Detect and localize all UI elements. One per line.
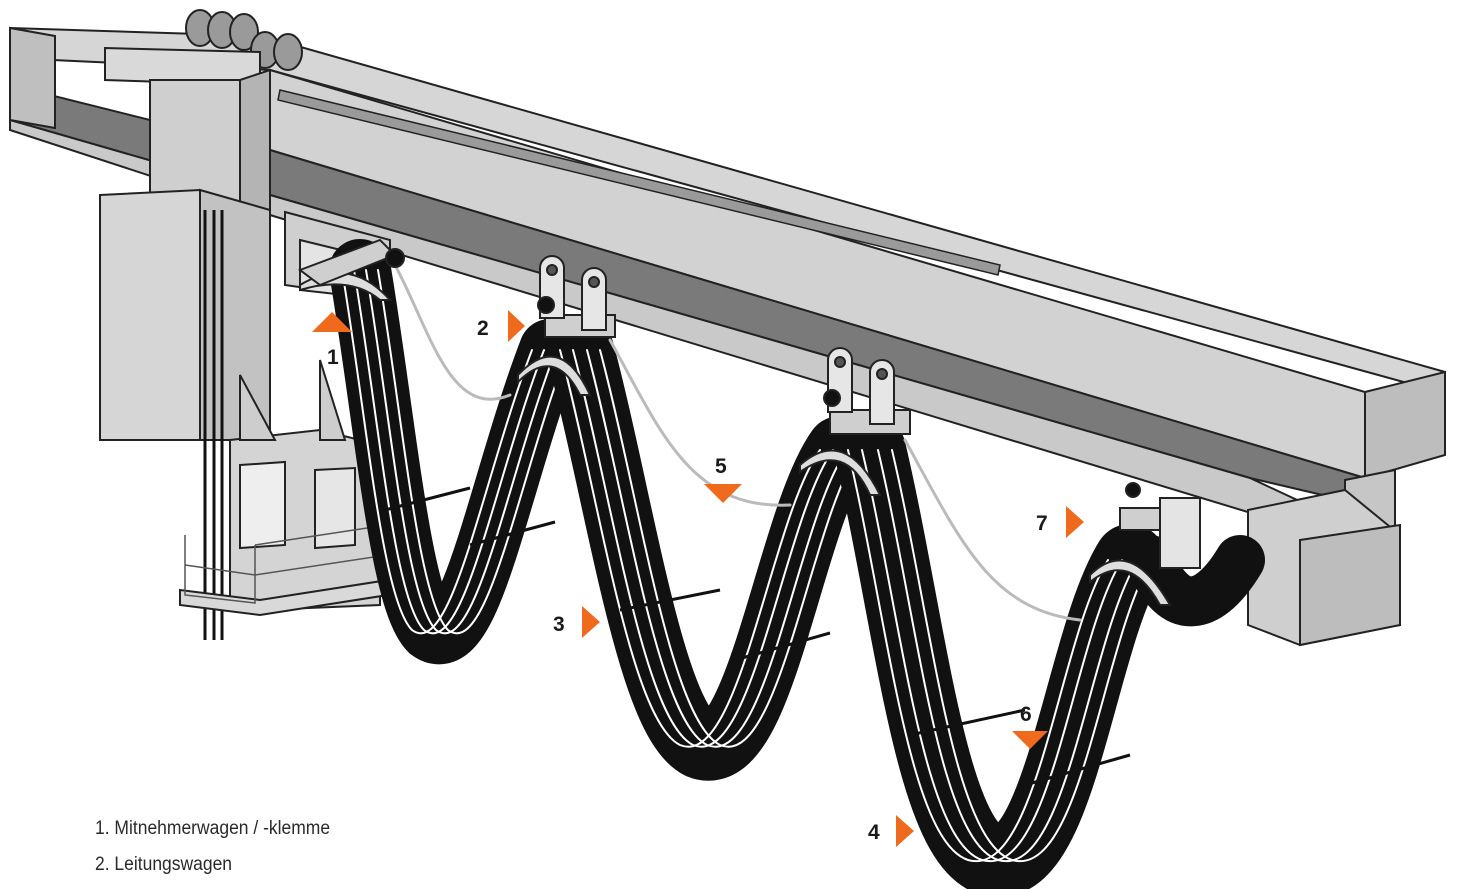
callout-7: 7 — [1036, 512, 1048, 535]
callout-2: 2 — [477, 317, 489, 340]
marker-4-arrow — [896, 815, 914, 847]
festoon-cables — [329, 239, 1265, 889]
marker-7-arrow — [1066, 506, 1084, 538]
legend-item-2: 2. Leitungswagen — [95, 854, 233, 875]
driver-clamp-1 — [297, 238, 405, 287]
callout-labels: 1 2 3 4 5 6 7 — [327, 317, 1048, 844]
cable-clamps — [384, 486, 1131, 787]
callout-4: 4 — [868, 821, 880, 844]
callout-6: 6 — [1020, 703, 1032, 726]
cable-cart-3 — [823, 347, 911, 435]
crane-trolley-wheels — [185, 9, 303, 71]
crane-carriage — [99, 46, 421, 640]
callout-5: 5 — [715, 455, 727, 478]
pointer-markers — [312, 310, 1084, 847]
end-carriage — [1247, 488, 1401, 647]
marker-5-arrow — [704, 484, 742, 503]
runway-beam — [9, 26, 1447, 547]
marker-6-arrow — [1012, 731, 1048, 749]
marker-3-arrow — [582, 606, 600, 638]
marker-1-arrow — [312, 312, 352, 332]
callout-3: 3 — [553, 613, 565, 636]
marker-2-arrow — [508, 310, 525, 342]
parts-legend: 1. Mitnehmerwagen / -klemme 2. Leitungsw… — [95, 818, 330, 890]
callout-1: 1 — [327, 346, 339, 369]
legend-item-1: 1. Mitnehmerwagen / -klemme — [95, 818, 331, 839]
cable-cart-2 — [537, 255, 616, 338]
end-clamp-7 — [1119, 482, 1201, 569]
